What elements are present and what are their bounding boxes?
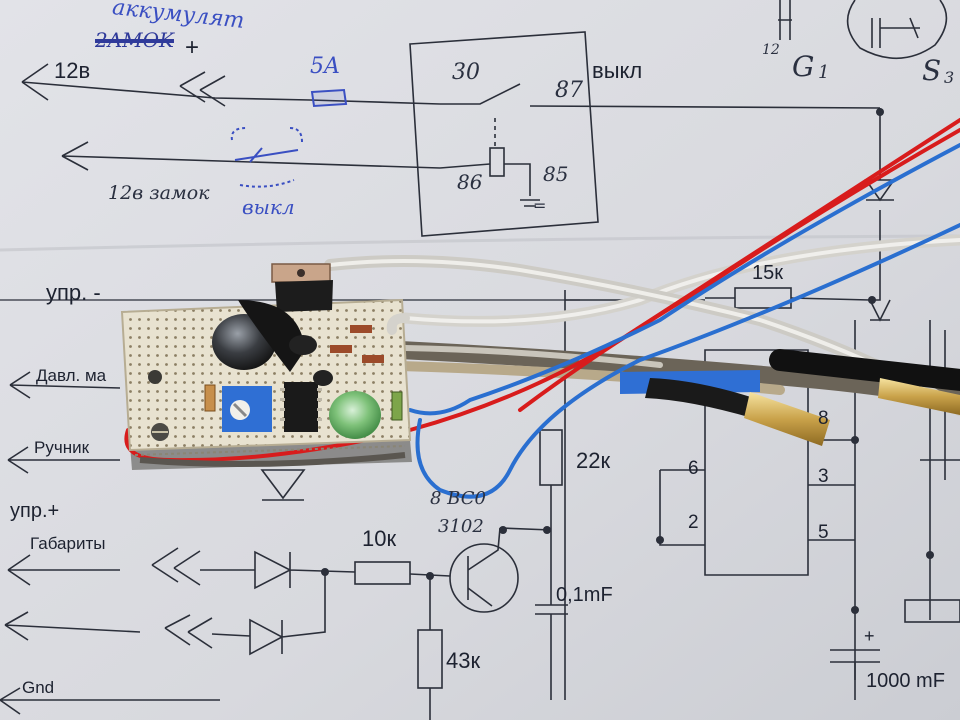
label-g-top: 12 bbox=[762, 42, 780, 58]
label-s-sub: 3 bbox=[944, 68, 955, 87]
label-relay-85: 85 bbox=[543, 162, 569, 186]
label-r22k: 22к bbox=[576, 448, 611, 473]
label-pin-2: 2 bbox=[688, 512, 699, 533]
label-r15k: 15к bbox=[752, 262, 783, 284]
pcb-board bbox=[120, 263, 412, 467]
label-gabarity: Габариты bbox=[30, 534, 106, 553]
label-pin-8: 8 bbox=[818, 408, 829, 429]
label-cap-plus: + bbox=[864, 626, 875, 646]
wire-white-end bbox=[386, 313, 410, 335]
label-g-sub: 1 bbox=[818, 62, 830, 83]
wires-blue bbox=[408, 143, 960, 499]
label-struck-text: 2AMOK bbox=[95, 28, 174, 52]
label-ruchnik: Ручник bbox=[34, 438, 90, 457]
label-r43k: 43к bbox=[446, 648, 481, 673]
label-g: G bbox=[792, 50, 815, 83]
label-s: S bbox=[922, 54, 942, 87]
label-cap-01mf: 0,1mF bbox=[556, 584, 613, 606]
label-12v-zamok: 12в замок bbox=[108, 182, 210, 204]
label-12v-top: 12в bbox=[54, 58, 91, 83]
paper-fold bbox=[0, 234, 960, 252]
pen-marks bbox=[230, 88, 348, 188]
label-gnd: Gnd bbox=[22, 678, 55, 697]
label-cap-1000mf: 1000 mF bbox=[866, 670, 945, 692]
label-vykl-top: выкл bbox=[592, 58, 643, 83]
label-relay-87: 87 bbox=[555, 78, 583, 103]
label-upr-minus: упр. - bbox=[46, 280, 101, 305]
label-pin-3: 3 bbox=[818, 466, 829, 487]
label-upr-plus: упр.+ bbox=[10, 500, 60, 522]
label-pin-6: 6 bbox=[688, 458, 699, 479]
label-relay-86: 86 bbox=[457, 170, 483, 194]
label-transistor-bottom: 3102 bbox=[438, 516, 484, 537]
label-plus-top: + bbox=[185, 34, 200, 61]
label-vykl-hand: выкл bbox=[242, 195, 295, 219]
heatshrink-terminal bbox=[620, 370, 960, 446]
label-relay-30: 30 bbox=[452, 60, 480, 85]
label-davl-masla: Давл. ма bbox=[36, 366, 107, 385]
label-fuse-5a: 5A bbox=[310, 54, 340, 79]
schematic-junctions bbox=[321, 108, 934, 614]
label-transistor-top: 8 BC0 bbox=[430, 488, 486, 509]
label-pin-5: 5 bbox=[818, 522, 829, 543]
label-r10k: 10к bbox=[362, 526, 397, 551]
label-ground-eq: = bbox=[533, 196, 547, 215]
